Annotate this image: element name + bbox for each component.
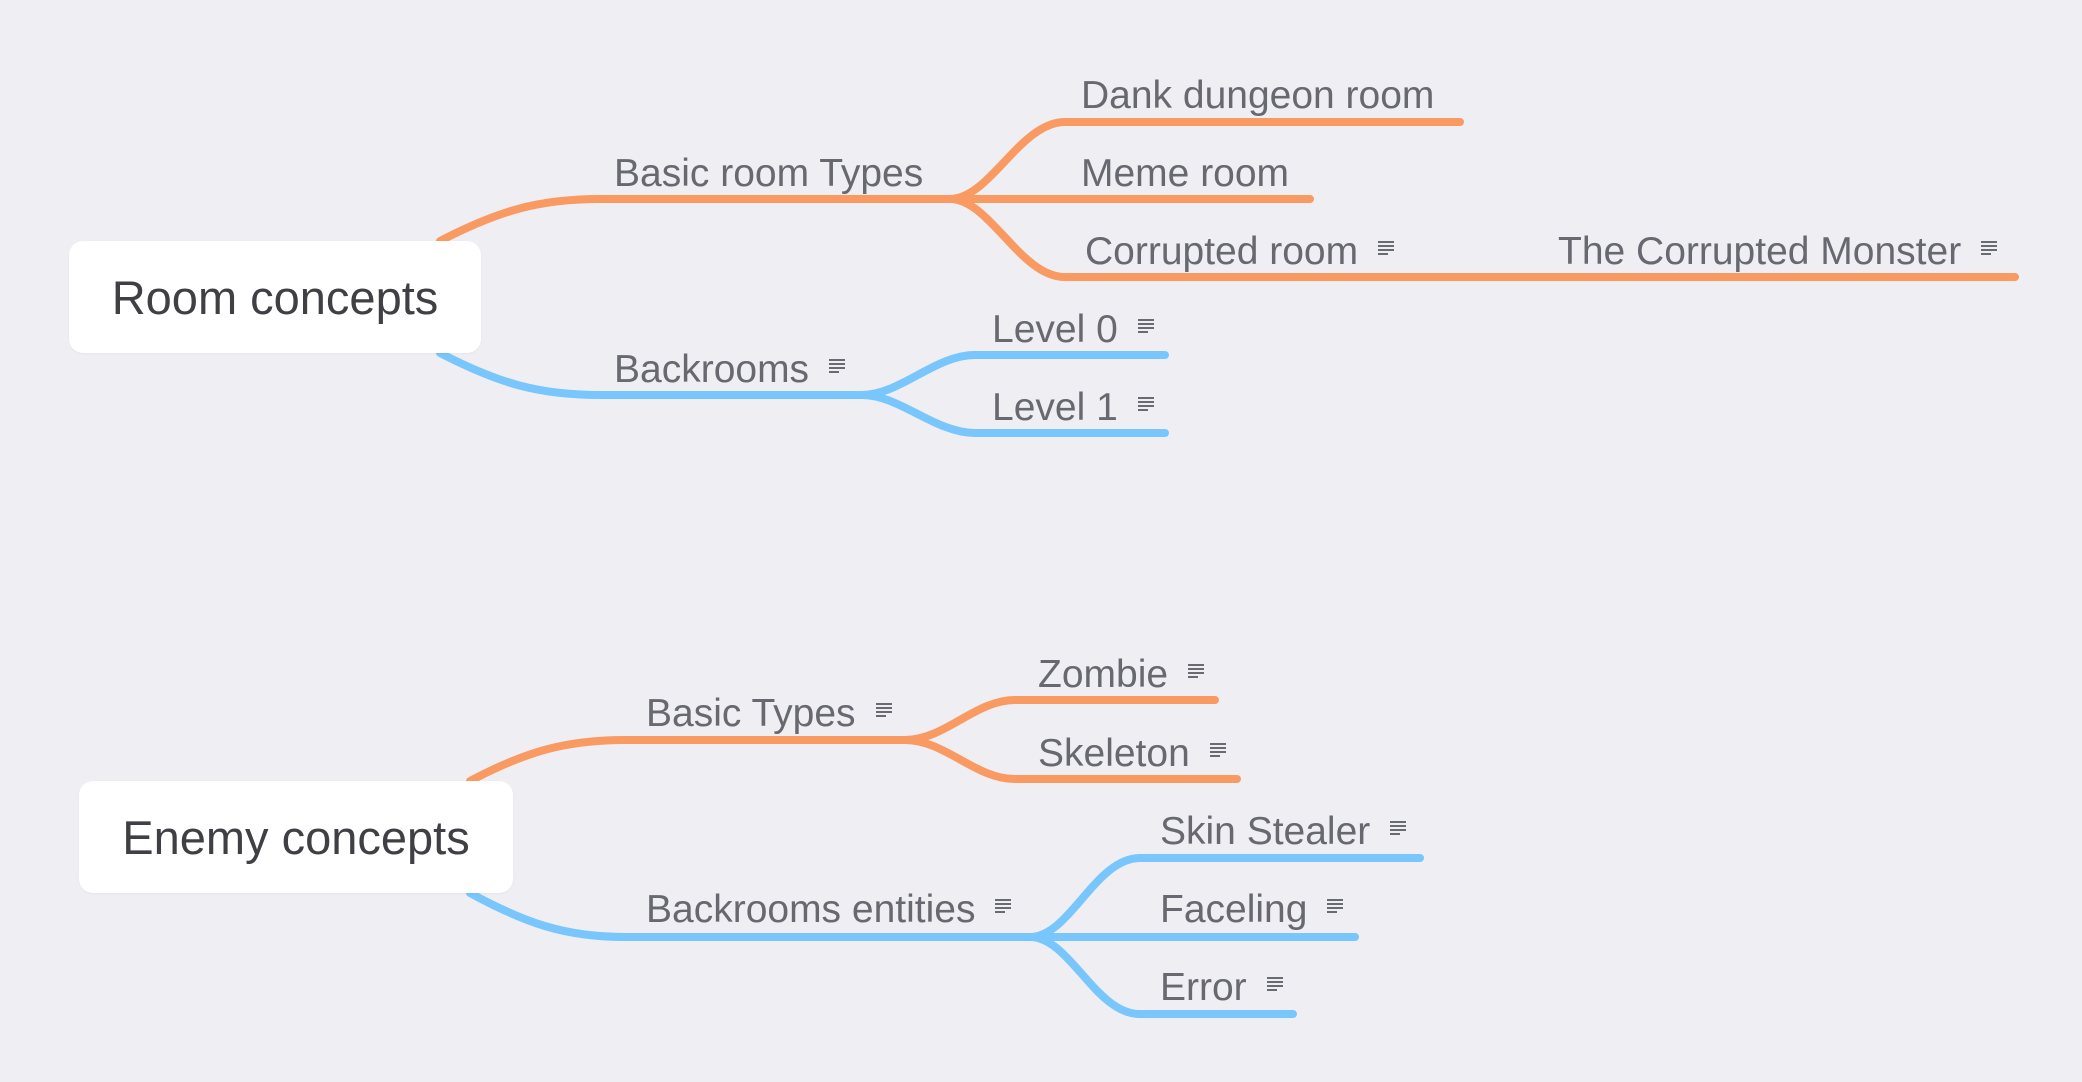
- topic-skeleton[interactable]: Skeleton: [1038, 730, 1226, 778]
- root-node-label: Room concepts: [111, 270, 439, 324]
- connector-to-level-1: [858, 391, 1169, 437]
- note-icon[interactable]: [1981, 241, 1998, 255]
- topic-label: Backrooms: [614, 348, 810, 391]
- connector-to-error: [1026, 933, 1297, 1018]
- note-icon[interactable]: [1378, 241, 1395, 255]
- topic-label: Level 1: [992, 386, 1118, 429]
- root-node-room-concepts[interactable]: Room concepts: [69, 241, 481, 353]
- topic-label: Corrupted room: [1085, 230, 1359, 273]
- topic-label: The Corrupted Monster: [1558, 230, 1962, 273]
- topic-label: Meme room: [1081, 152, 1290, 195]
- topic-label: Dank dungeon room: [1081, 74, 1435, 117]
- topic-dank-dungeon-room[interactable]: Dank dungeon room: [1081, 72, 1434, 120]
- note-icon[interactable]: [1266, 977, 1283, 991]
- topic-basic-types[interactable]: Basic Types: [646, 690, 892, 738]
- connector-room-to-basic-room-types: [436, 195, 954, 245]
- root-node-enemy-concepts[interactable]: Enemy concepts: [79, 781, 513, 893]
- connector-enemy-to-basic-types: [466, 736, 909, 785]
- topic-label: Basic Types: [646, 692, 856, 735]
- connector-room-to-backrooms: [436, 349, 866, 399]
- topic-label: Level 0: [992, 308, 1118, 351]
- topic-meme-room[interactable]: Meme room: [1081, 150, 1289, 198]
- note-icon[interactable]: [1137, 319, 1154, 333]
- topic-label: Skin Stealer: [1160, 810, 1371, 853]
- note-icon[interactable]: [1209, 743, 1226, 757]
- topic-label: Faceling: [1160, 888, 1308, 931]
- note-icon[interactable]: [1188, 664, 1205, 678]
- note-icon[interactable]: [829, 359, 846, 373]
- connector-enemy-to-backrooms-entities: [466, 889, 1034, 941]
- topic-corrupted-room[interactable]: Corrupted room: [1085, 228, 1395, 276]
- note-icon[interactable]: [1390, 821, 1407, 835]
- topic-zombie[interactable]: Zombie: [1038, 651, 1205, 699]
- topic-level-1[interactable]: Level 1: [992, 384, 1154, 432]
- topic-label: Error: [1160, 966, 1247, 1009]
- topic-label: Skeleton: [1038, 732, 1190, 775]
- note-icon[interactable]: [875, 703, 892, 717]
- topic-basic-room-types[interactable]: Basic room Types: [614, 150, 923, 198]
- connector-to-corrupted-room: [946, 195, 1419, 281]
- topic-skin-stealer[interactable]: Skin Stealer: [1160, 808, 1407, 856]
- topic-label: Zombie: [1038, 653, 1169, 696]
- topic-backrooms-entities[interactable]: Backrooms entities: [646, 886, 1012, 934]
- topic-faceling[interactable]: Faceling: [1160, 886, 1344, 934]
- connector-to-skeleton: [901, 736, 1241, 783]
- note-icon[interactable]: [1327, 899, 1344, 913]
- note-icon[interactable]: [1137, 397, 1154, 411]
- note-icon[interactable]: [995, 899, 1012, 913]
- topic-error[interactable]: Error: [1160, 964, 1283, 1012]
- root-node-label: Enemy concepts: [122, 810, 470, 864]
- topic-the-corrupted-monster[interactable]: The Corrupted Monster: [1558, 228, 1998, 276]
- topic-backrooms[interactable]: Backrooms: [614, 346, 846, 394]
- topic-label: Basic room Types: [614, 152, 924, 195]
- topic-label: Backrooms entities: [646, 888, 976, 931]
- topic-level-0[interactable]: Level 0: [992, 306, 1154, 354]
